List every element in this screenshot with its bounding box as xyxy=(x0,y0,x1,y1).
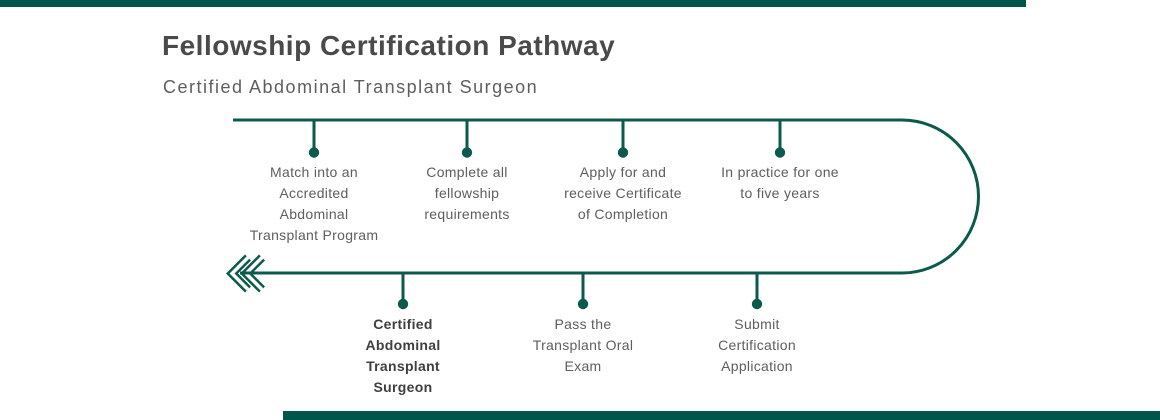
bottom-accent-bar xyxy=(283,411,1160,420)
page-subtitle: Certified Abdominal Transplant Surgeon xyxy=(163,77,539,97)
step-marker-top-1 xyxy=(308,120,320,158)
pathway-loop-line xyxy=(233,118,980,275)
step-marker-top-2 xyxy=(461,120,473,158)
step-label-match-program: Match into an Accredited Abdominal Trans… xyxy=(249,164,379,243)
step-label-certified-surgeon: Certified Abdominal Transplant Surgeon xyxy=(365,316,441,395)
step-dot xyxy=(577,298,589,310)
step-dot xyxy=(617,147,629,158)
step-dot xyxy=(751,298,763,310)
step-marker-top-3 xyxy=(617,120,629,158)
step-marker-bottom-3 xyxy=(751,273,763,310)
step-dot xyxy=(397,298,409,310)
step-label-oral-exam: Pass the Transplant Oral Exam xyxy=(532,316,634,374)
step-label-in-practice: In practice for one to five years xyxy=(721,164,839,201)
top-accent-bar xyxy=(0,0,1026,7)
step-marker-bottom-2 xyxy=(577,273,589,310)
step-dot xyxy=(461,147,473,158)
step-marker-bottom-1 xyxy=(397,273,409,310)
step-label-submit-application: Submit Certification Application xyxy=(718,316,796,374)
step-dot xyxy=(774,147,786,158)
step-label-certificate-completion: Apply for and receive Certificate of Com… xyxy=(564,164,682,222)
step-marker-top-4 xyxy=(774,120,786,158)
step-dot xyxy=(308,147,320,158)
page-title: Fellowship Certification Pathway xyxy=(162,30,616,61)
step-label-complete-requirements: Complete all fellowship requirements xyxy=(424,164,510,222)
